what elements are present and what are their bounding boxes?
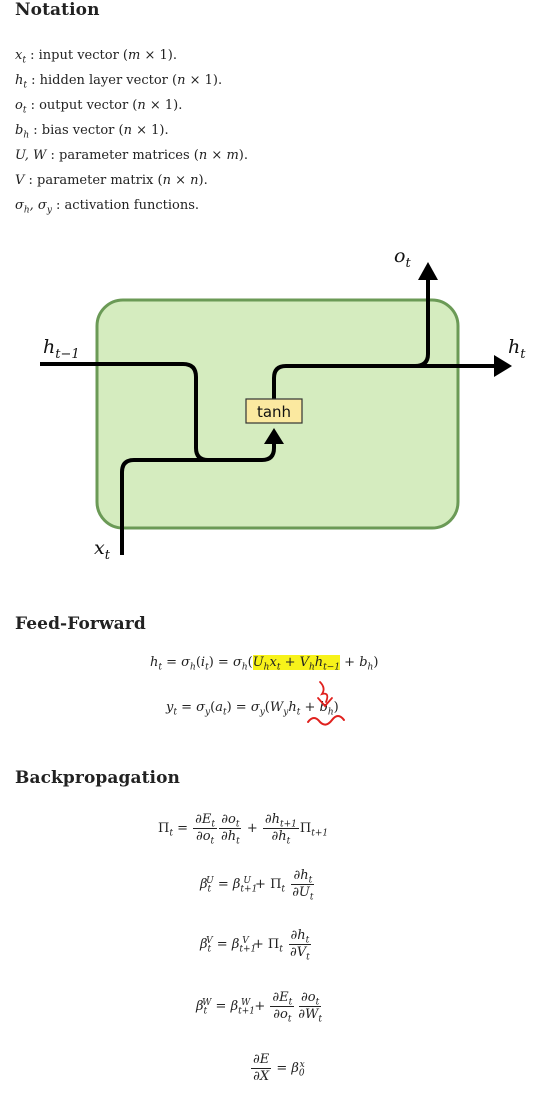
ff-equation-2: yt = σy(at) = σy(Wyht + bh) [166,700,339,718]
bp-equation-5: ∂E∂X = β0x [251,1052,305,1084]
h-out-label: ht [508,336,526,362]
rnn-cell-diagram: tanh ht−1 ht ot xt [40,245,526,563]
x-in-path [120,458,262,555]
x-in-label: xt [94,537,111,563]
h-prev-label: ht−1 [43,336,80,362]
bp-equation-4: βtW = βt+1W + ∂Et∂ot∂ot∂Wt [196,990,322,1025]
bp-equation-3: βtV = βt+1V + Πt ∂ht∂Vt [200,928,312,963]
h-out-arrow [494,355,512,377]
notation-item-o: ot : output vector (n × 1). [15,98,183,116]
tanh-arrow [264,428,284,444]
ff-equation-1: ht = σh(it) = σh(Uhxt + Vhht−1 + bh) [150,655,379,673]
to-tanh-path [261,442,276,462]
bp-equation-2: βtU = βt+1U + Πt ∂ht∂Ut [200,868,315,903]
feedforward-heading: Feed-Forward [15,614,146,634]
notation-item-h: ht : hidden layer vector (n × 1). [15,73,223,91]
notation-item-uw: U, W : parameter matrices (n × m). [15,148,248,163]
o-out-label: ot [394,245,411,271]
tanh-label: tanh [257,403,291,421]
notation-item-v: V : parameter matrix (n × n). [15,173,208,188]
tanh-box [245,398,303,424]
notation-item-b: bh : bias vector (n × 1). [15,123,169,141]
red-annotation [307,681,345,726]
notation-heading: Notation [15,0,100,20]
notation-item-sigma: σh, σy : activation functions. [15,198,199,216]
o-out-arrow [418,262,438,280]
backprop-heading: Backpropagation [15,768,181,788]
notation-item-x: xt : input vector (m × 1). [15,48,177,66]
